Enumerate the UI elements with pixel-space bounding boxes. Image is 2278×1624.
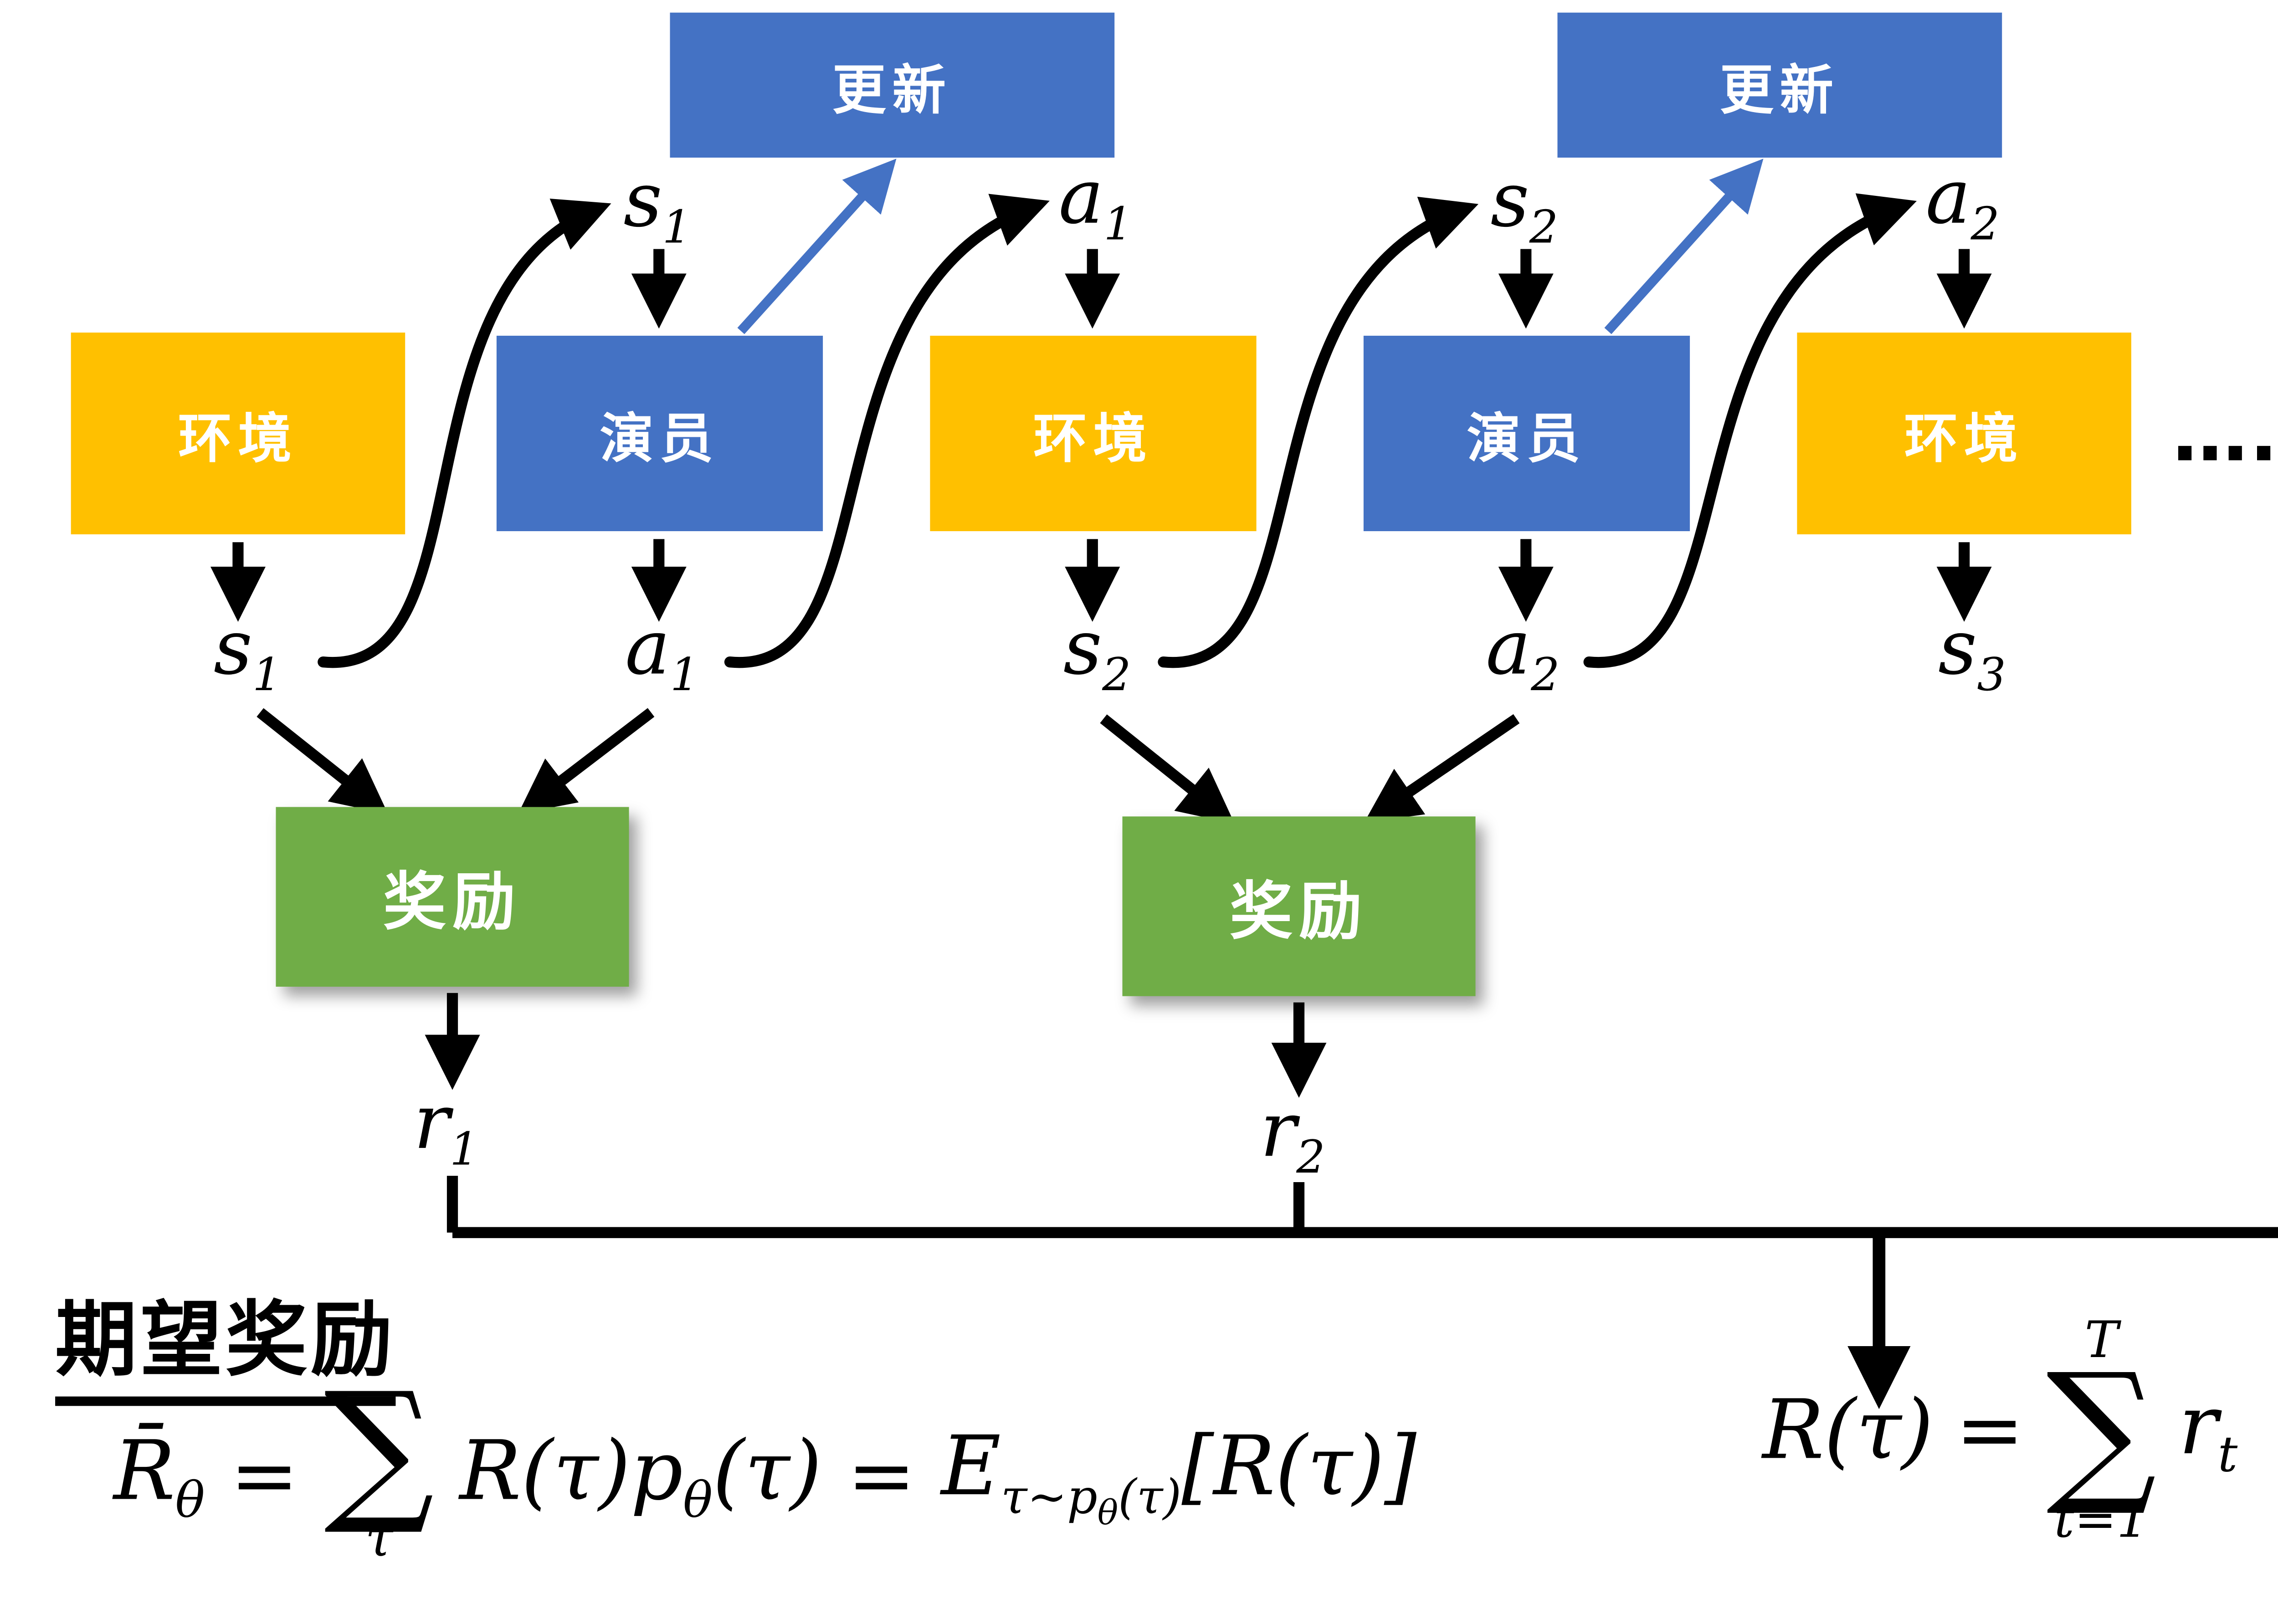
actor-box-2: 演员 [1363, 335, 1690, 532]
s2-bottom-base: s [1063, 604, 1103, 692]
continuation-ellipsis: …… [2172, 391, 2278, 479]
f1-lhs: R̄θ [113, 1424, 205, 1529]
environment-box-3: 环境 [1797, 333, 2131, 534]
actor-box-1: 演员 [496, 335, 823, 532]
f1-term-head: R(τ)p [459, 1424, 683, 1519]
environment-box-1: 环境 [71, 333, 405, 534]
update-box-1: 更新 [670, 12, 1115, 158]
f2-rhs: rt [2179, 1378, 2237, 1483]
f2-summation: T ∑ t=1 [2046, 1310, 2157, 1550]
arrow-s2-to-reward2 [1100, 714, 1235, 824]
f1-term: R(τ)pθ(τ) [460, 1424, 822, 1529]
f2-rhs-base: r [2178, 1378, 2218, 1473]
f1-lhs-sub: θ [175, 1472, 205, 1529]
a2-bottom-sub: 2 [1531, 647, 1560, 702]
f1-E-sub-head: τ∼p [1000, 1470, 1098, 1526]
action-label-a1-bottom: a1 [625, 610, 699, 698]
a1-top-sub: 1 [1103, 197, 1133, 251]
r1-sub: 1 [450, 1122, 479, 1176]
state-label-s3-bottom: s3 [1938, 610, 2006, 698]
r2-sub: 2 [1296, 1130, 1325, 1184]
state-label-s1-top: s1 [623, 163, 691, 250]
update-box-2: 更新 [1557, 12, 2002, 158]
expected-reward-heading: 期望奖励 [55, 1274, 396, 1406]
f1-sigma: ∑ [324, 1360, 435, 1540]
f1-bracket-term: [R(τ)] [1181, 1420, 1417, 1515]
reward-box-2: 奖励 [1122, 816, 1476, 996]
f1-E: E [941, 1420, 1001, 1515]
arrow-s1-curve-to-actor1-input [318, 199, 611, 668]
f1-sigma-below: τ [365, 1509, 393, 1569]
return-formula: R(τ) = T ∑ t=1 rt [1762, 1310, 2237, 1550]
reward-value-r2: r2 [1260, 1093, 1325, 1180]
a1-top-base: a [1058, 153, 1104, 242]
reward-value-r1: r1 [414, 1085, 479, 1173]
arrow-a2-curve-to-env3-input [1583, 193, 1917, 668]
arrow-actor1-to-update1 [737, 159, 897, 334]
arrow-s2-curve-to-actor2-input [1158, 196, 1479, 668]
f1-summation: ∑ τ [324, 1360, 435, 1569]
s1-top-sub: 1 [662, 200, 692, 254]
expected-reward-formula: R̄θ = ∑ τ R(τ)pθ(τ) = Eτ∼pθ(τ)[R(τ)] [113, 1360, 1417, 1569]
state-label-s2-bottom: s2 [1063, 610, 1131, 698]
arrow-actor2-to-update2 [1604, 159, 1764, 334]
f1-term-tail: (τ) [713, 1424, 822, 1519]
f1-E-sub-tail: (τ) [1118, 1470, 1182, 1526]
reward-box-1-label: 奖励 [383, 867, 522, 940]
arrow-a2-to-reward2 [1364, 714, 1520, 823]
s1-bottom-base: s [213, 604, 253, 692]
f2-sigma-below: t=1 [2054, 1489, 2149, 1550]
actor-box-1-label: 演员 [600, 407, 720, 471]
environment-box-2-label: 环境 [1033, 407, 1153, 471]
f2-sigma-above: T [2084, 1310, 2119, 1370]
s1-bottom-sub: 1 [252, 647, 282, 702]
environment-box-2: 环境 [930, 335, 1257, 532]
r1-base: r [413, 1078, 450, 1167]
a2-bottom-base: a [1486, 604, 1531, 692]
a2-top-sub: 2 [1970, 197, 2000, 251]
f2-rhs-sub: t [2217, 1426, 2238, 1483]
action-label-a2-top: a2 [1925, 160, 1999, 247]
arrow-a1-to-reward1 [518, 708, 655, 814]
s2-top-sub: 2 [1529, 200, 1559, 254]
s3-bottom-base: s [1938, 604, 1977, 692]
s2-bottom-sub: 2 [1102, 647, 1131, 702]
s1-top-base: s [623, 156, 662, 245]
f2-equals: = [1955, 1383, 2024, 1478]
update-box-1-label: 更新 [832, 59, 952, 123]
state-label-s2-top: s2 [1490, 163, 1558, 250]
f1-E-subscript: τ∼pθ(τ) [1000, 1470, 1182, 1533]
f1-expectation: Eτ∼pθ(τ)[R(τ)] [941, 1420, 1417, 1533]
a2-top-base: a [1925, 153, 1971, 242]
action-label-a2-bottom: a2 [1486, 610, 1560, 698]
reward-box-2-label: 奖励 [1229, 876, 1369, 949]
environment-box-1-label: 环境 [178, 407, 298, 471]
f1-term-sub: θ [683, 1472, 713, 1529]
reward-box-1: 奖励 [276, 807, 629, 987]
s3-bottom-sub: 3 [1977, 647, 2006, 702]
actor-box-2-label: 演员 [1467, 407, 1587, 471]
a1-bottom-sub: 1 [670, 647, 699, 702]
f1-equals-2: = [847, 1429, 916, 1524]
state-label-s1-bottom: s1 [214, 610, 282, 698]
action-label-a1-top: a1 [1058, 160, 1132, 247]
s2-top-base: s [1490, 156, 1529, 245]
f1-lhs-base: R̄ [113, 1424, 175, 1519]
a1-bottom-base: a [625, 604, 671, 692]
arrow-s1-to-reward1 [257, 708, 388, 815]
arrow-a1-curve-to-env2-input [724, 194, 1050, 668]
r2-base: r [1260, 1086, 1297, 1175]
environment-box-3-label: 环境 [1904, 407, 2024, 471]
f2-lhs: R(τ) [1762, 1383, 1934, 1478]
f1-E-sub-theta: θ [1097, 1493, 1118, 1533]
update-box-2-label: 更新 [1719, 59, 1840, 123]
f2-sigma: ∑ [2046, 1341, 2157, 1521]
f1-equals-1: = [230, 1429, 299, 1524]
